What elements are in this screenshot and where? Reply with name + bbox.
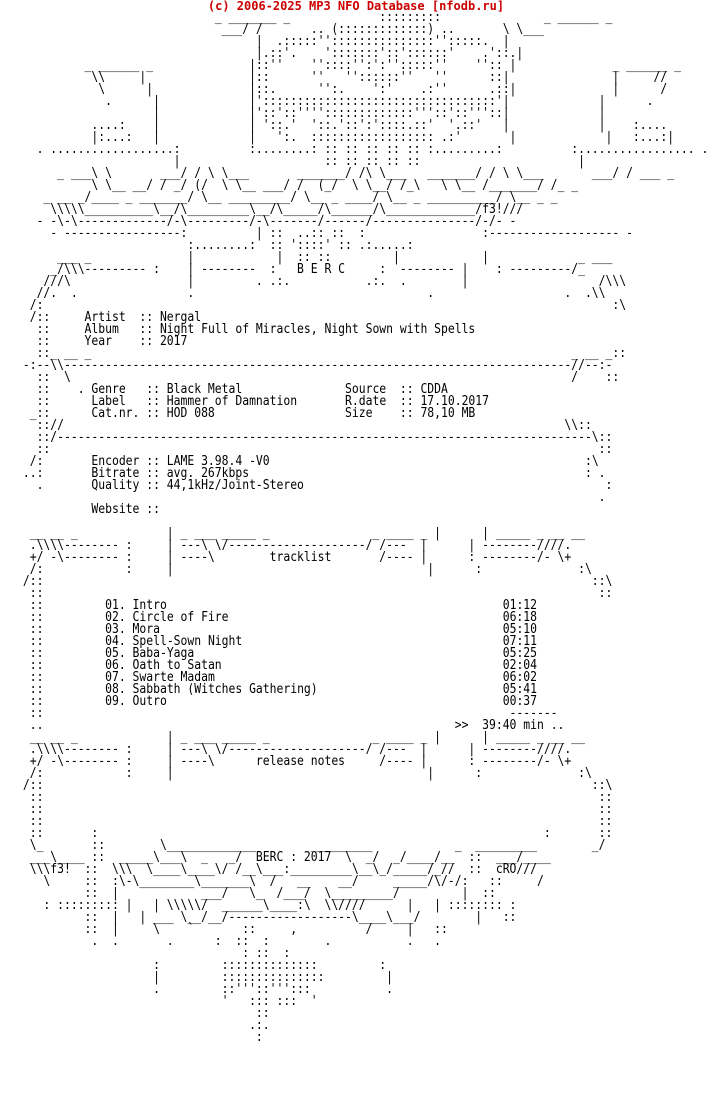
tracks-7-no: 08. [105,682,126,697]
tracks-7-time: 05:41 [502,682,538,697]
release-label: Hammer of Damnation [166,394,298,409]
tracks-0-no: 01. [105,598,126,613]
release-rdate: 17.10.2017 [420,394,490,409]
tracks-8-title: Outro [132,694,167,709]
tracks-3-time: 07:11 [502,634,538,649]
tracks-8-no: 09. [105,694,126,709]
tracks-4-title: Baba-Yaga [132,646,195,661]
tracks-0-time: 01:12 [502,598,538,613]
tracks-6-no: 07. [105,670,126,685]
tracks-1-no: 02. [105,610,126,625]
tracks-4-no: 05. [105,646,126,661]
site-header: (c) 2006-2025 MP3 NFO Database [nfodb.ru… [207,0,505,13]
release-size: 78,10 MB [420,406,476,421]
tracks-4-time: 05:25 [502,646,538,661]
release-year: 2017 [159,334,188,349]
release-source: CDDA [420,382,448,397]
tracks-5-title: Oath to Satan [132,658,222,673]
tracks-2-time: 05:10 [502,622,538,637]
tracks-7-title: Sabbath (Witches Gathering) [132,682,318,697]
release-genre: Black Metal [166,382,243,397]
tracks-1-time: 06:18 [502,610,537,625]
total-time: 39:40 min [482,718,544,733]
tracks-2-title: Mora [132,622,160,637]
tracks-2-no: 03. [105,622,126,637]
tracks-6-title: Swarte Madam [132,670,215,685]
tracks-8-time: 00:37 [502,694,538,709]
release-catnr: HOD 088 [166,406,215,421]
footer-year: 2017 [303,850,332,865]
release-quality: 44,1kHz/Joint-Stereo [166,478,304,493]
release-encoder: LAME 3.98.4 -V0 [166,454,270,469]
footer-group: BERC [255,850,284,865]
tracks-3-no: 04. [105,634,126,649]
tracks-1-title: Circle of Fire [132,610,229,625]
tracks-6-time: 06:02 [502,670,538,685]
tracks-0-title: Intro [132,598,167,613]
nfo-ascii-art: _ _______ _ ::::::::: _ ______ _ ___/ / … [22,10,709,1045]
tracks-5-time: 02:04 [502,658,538,673]
release-bitrate: avg. 267kbps [166,466,250,481]
release-album: Night Full of Miracles, Night Sown with … [159,322,476,337]
footer-sig-right: cRO [495,862,517,877]
release-artist: Nergal [159,310,202,325]
tracks-5-no: 06. [105,658,126,673]
tracks-3-title: Spell-Sown Night [132,634,243,649]
